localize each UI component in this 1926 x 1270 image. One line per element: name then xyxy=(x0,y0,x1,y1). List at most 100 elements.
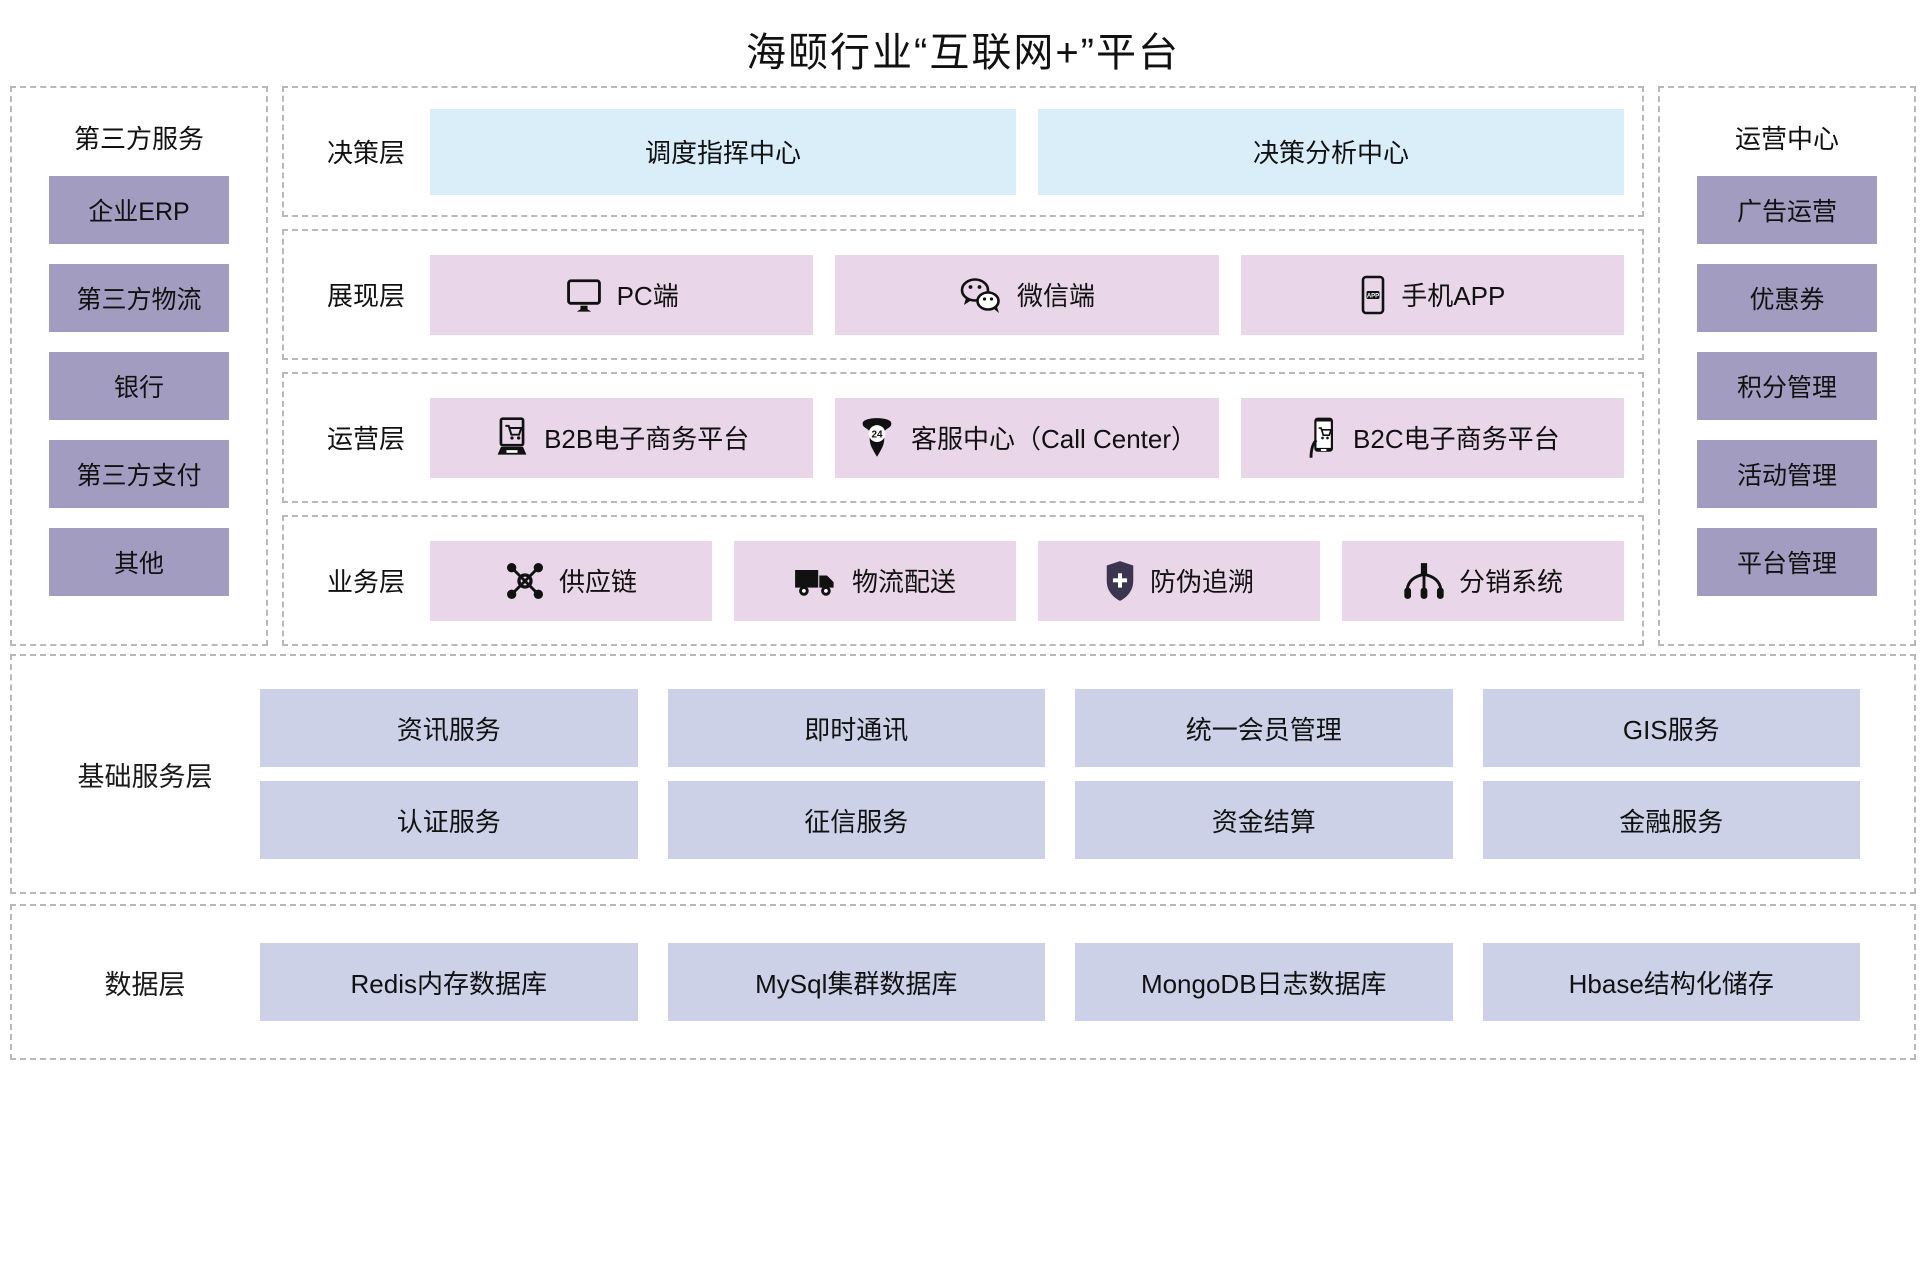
card-label: 统一会员管理 xyxy=(1185,714,1342,745)
sidebar-item-coupon[interactable]: 优惠券 xyxy=(1697,264,1877,332)
sidebar-item-enterprise-erp[interactable]: 企业ERP xyxy=(49,176,229,244)
layer-decision: 决策层 调度指挥中心 决策分析中心 xyxy=(282,86,1644,217)
card-b2b-platform[interactable]: B2B电子商务平台 xyxy=(430,397,814,478)
sidebar-item-other[interactable]: 其他 xyxy=(49,528,229,596)
base-service-row: 认证服务 征信服务 资金结算 金融服务 xyxy=(260,781,1860,859)
sidebar-item-third-party-logistics[interactable]: 第三方物流 xyxy=(49,264,229,332)
layer-label-operations: 运营层 xyxy=(326,424,405,454)
card-news-service[interactable]: 资讯服务 xyxy=(260,689,638,767)
card-mysql-cluster-db[interactable]: MySql集群数据库 xyxy=(667,943,1045,1021)
layer-base-service: 基础服务层 资讯服务 即时通讯 统一会员管理 GIS服务 xyxy=(10,654,1916,894)
layer-business: 业务层 xyxy=(282,515,1644,646)
mobile-cart-icon xyxy=(1305,416,1339,460)
card-label: 调度指挥中心 xyxy=(644,138,801,168)
card-label: 征信服务 xyxy=(804,806,909,837)
card-fund-settlement[interactable]: 资金结算 xyxy=(1075,781,1453,859)
card-label: Hbase结构化储存 xyxy=(1568,968,1774,999)
card-label: 手机APP xyxy=(1401,281,1506,311)
card-gis-service[interactable]: GIS服务 xyxy=(1482,689,1860,767)
center-layers: 决策层 调度指挥中心 决策分析中心 展现层 xyxy=(282,86,1644,646)
card-distribution-system[interactable]: 分销系统 xyxy=(1342,540,1624,621)
sidebar-item-label: 广告运营 xyxy=(1736,198,1837,226)
sidebar-item-third-party-payment[interactable]: 第三方支付 xyxy=(49,440,229,508)
layer-presentation: 展现层 PC端 xyxy=(282,229,1644,360)
layer-boxes-decision: 调度指挥中心 决策分析中心 xyxy=(430,108,1624,195)
layer-label-decision: 决策层 xyxy=(326,138,405,168)
card-credit-service[interactable]: 征信服务 xyxy=(667,781,1045,859)
data-layer-grid: Redis内存数据库 MySql集群数据库 MongoDB日志数据库 Hbase… xyxy=(260,943,1896,1021)
card-call-center[interactable]: 24 客服中心（Call Center） xyxy=(835,397,1219,478)
desktop-cart-icon xyxy=(494,416,530,459)
card-label: 资金结算 xyxy=(1211,806,1316,837)
card-supply-chain[interactable]: 供应链 xyxy=(430,540,712,621)
operations-center-panel: 运营中心 广告运营 优惠券 积分管理 活动管理 平台管理 xyxy=(1658,86,1916,646)
card-mobile-app[interactable]: APP 手机APP xyxy=(1240,254,1624,335)
card-authentication-service[interactable]: 认证服务 xyxy=(260,781,638,859)
monitor-icon xyxy=(565,276,603,314)
svg-text:APP: APP xyxy=(1367,293,1379,299)
card-label: 认证服务 xyxy=(396,806,501,837)
base-service-row: 资讯服务 即时通讯 统一会员管理 GIS服务 xyxy=(260,689,1860,767)
data-layer-region: 数据层 Redis内存数据库 MySql集群数据库 MongoDB日志数据库 H… xyxy=(0,904,1926,1060)
layer-label-base-service: 基础服务层 xyxy=(77,761,213,792)
card-label: 即时通讯 xyxy=(804,714,909,745)
base-service-region: 基础服务层 资讯服务 即时通讯 统一会员管理 GIS服务 xyxy=(0,654,1926,894)
layer-label-presentation: 展现层 xyxy=(326,281,405,311)
sidebar-item-label: 积分管理 xyxy=(1736,374,1837,402)
sidebar-item-label: 活动管理 xyxy=(1736,462,1837,490)
layer-boxes-business: 供应链 物流配 xyxy=(430,540,1624,621)
card-instant-messaging[interactable]: 即时通讯 xyxy=(667,689,1045,767)
card-label: Redis内存数据库 xyxy=(350,968,547,999)
phone-24-icon: 24 xyxy=(857,417,897,459)
card-anti-counterfeit-trace[interactable]: 防伪追溯 xyxy=(1038,540,1320,621)
sidebar-item-points-management[interactable]: 积分管理 xyxy=(1697,352,1877,420)
card-decision-analysis-center[interactable]: 决策分析中心 xyxy=(1038,108,1624,195)
sidebar-item-label: 优惠券 xyxy=(1749,286,1825,314)
sidebar-item-activity-management[interactable]: 活动管理 xyxy=(1697,440,1877,508)
card-b2c-platform[interactable]: B2C电子商务平台 xyxy=(1240,397,1624,478)
layer-label-business: 业务层 xyxy=(326,567,405,597)
card-label: PC端 xyxy=(616,281,679,311)
sidebar-item-label: 平台管理 xyxy=(1736,550,1837,578)
base-service-grid: 资讯服务 即时通讯 统一会员管理 GIS服务 认证服务 xyxy=(260,689,1896,859)
layer-operations: 运营层 B2B电子 xyxy=(282,372,1644,503)
card-label: 资讯服务 xyxy=(396,714,501,745)
card-wechat-terminal[interactable]: 微信端 xyxy=(835,254,1219,335)
layer-label-data: 数据层 xyxy=(104,969,186,1000)
card-dispatch-command-center[interactable]: 调度指挥中心 xyxy=(430,108,1016,195)
card-hbase-structured-storage[interactable]: Hbase结构化储存 xyxy=(1482,943,1860,1021)
operations-center-title: 运营中心 xyxy=(1734,124,1839,154)
card-label: MySql集群数据库 xyxy=(755,968,958,999)
card-mongodb-log-db[interactable]: MongoDB日志数据库 xyxy=(1075,943,1453,1021)
card-financial-service[interactable]: 金融服务 xyxy=(1482,781,1860,859)
network-nodes-icon xyxy=(505,561,545,601)
layer-boxes-presentation: PC端 xyxy=(430,254,1624,335)
sidebar-item-platform-management[interactable]: 平台管理 xyxy=(1697,528,1877,596)
card-logistics-delivery[interactable]: 物流配送 xyxy=(734,540,1016,621)
card-label: 物流配送 xyxy=(851,567,956,597)
shield-plus-icon xyxy=(1104,560,1136,602)
layer-boxes-operations: B2B电子商务平台 24 客服中心（Call Center） xyxy=(430,397,1624,478)
card-label: 客服中心（Call Center） xyxy=(910,424,1198,454)
sidebar-item-label: 银行 xyxy=(113,374,164,402)
svg-text:24: 24 xyxy=(871,429,883,440)
card-unified-member-management[interactable]: 统一会员管理 xyxy=(1075,689,1453,767)
card-label: 分销系统 xyxy=(1458,567,1563,597)
card-label: B2B电子商务平台 xyxy=(544,424,750,454)
wechat-icon xyxy=(959,276,1003,314)
card-label: 金融服务 xyxy=(1619,806,1724,837)
card-pc-terminal[interactable]: PC端 xyxy=(430,254,814,335)
card-label: GIS服务 xyxy=(1622,714,1720,745)
card-redis-memory-db[interactable]: Redis内存数据库 xyxy=(260,943,638,1021)
distribution-tree-icon xyxy=(1403,562,1445,600)
truck-icon xyxy=(794,564,838,598)
card-label: MongoDB日志数据库 xyxy=(1140,968,1387,999)
card-label: 微信端 xyxy=(1016,281,1095,311)
sidebar-item-label: 第三方支付 xyxy=(76,462,202,490)
layer-data: 数据层 Redis内存数据库 MySql集群数据库 MongoDB日志数据库 H… xyxy=(10,904,1916,1060)
sidebar-item-label: 其他 xyxy=(113,550,164,578)
sidebar-item-ad-operations[interactable]: 广告运营 xyxy=(1697,176,1877,244)
sidebar-item-bank[interactable]: 银行 xyxy=(49,352,229,420)
card-label: 供应链 xyxy=(558,567,637,597)
